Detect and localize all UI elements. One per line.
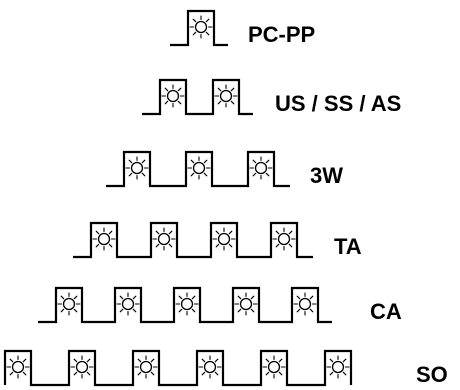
light-bulb-icon xyxy=(116,292,140,316)
light-bulb-icon xyxy=(57,292,81,316)
light-bulb-icon xyxy=(175,292,199,316)
signal-row: TA xyxy=(73,221,362,259)
light-bulb-icon xyxy=(262,355,286,379)
row-label: PC-PP xyxy=(248,22,315,47)
light-bulb-icon xyxy=(198,355,222,379)
light-bulb-icon xyxy=(70,355,94,379)
light-bulb-icon xyxy=(125,156,149,180)
pulse-waveform xyxy=(3,349,353,387)
light-bulb-icon xyxy=(234,292,258,316)
light-bulb-icon xyxy=(187,156,211,180)
row-label: US / SS / AS xyxy=(275,91,401,116)
signal-row: SO xyxy=(3,349,448,387)
signal-row: 3W xyxy=(106,150,343,188)
pulse-waveform xyxy=(73,221,313,259)
pulse-waveform xyxy=(106,150,290,188)
row-label: SO xyxy=(416,362,448,387)
light-bulb-icon xyxy=(92,227,116,251)
light-bulb-icon xyxy=(6,355,30,379)
pulse-waveform xyxy=(38,286,332,324)
signal-row: PC-PP xyxy=(170,9,315,47)
light-bulb-icon xyxy=(212,227,236,251)
light-bulb-icon xyxy=(161,84,185,108)
signal-row: US / SS / AS xyxy=(142,78,401,116)
light-bulb-icon xyxy=(326,355,350,379)
light-bulb-icon xyxy=(214,84,238,108)
light-bulb-icon xyxy=(134,355,158,379)
pulse-waveform xyxy=(170,9,228,47)
pulse-waveform xyxy=(142,78,253,116)
row-label: CA xyxy=(370,299,402,324)
rows-layer: PC-PP US / SS / AS 3W TA CA SO xyxy=(3,9,448,387)
signal-row: CA xyxy=(38,286,402,324)
row-label: 3W xyxy=(310,163,343,188)
light-bulb-icon xyxy=(272,227,296,251)
light-bulb-icon xyxy=(152,227,176,251)
light-bulb-icon xyxy=(293,292,317,316)
light-bulb-icon xyxy=(189,15,213,39)
light-bulb-icon xyxy=(249,156,273,180)
row-label: TA xyxy=(334,234,362,259)
